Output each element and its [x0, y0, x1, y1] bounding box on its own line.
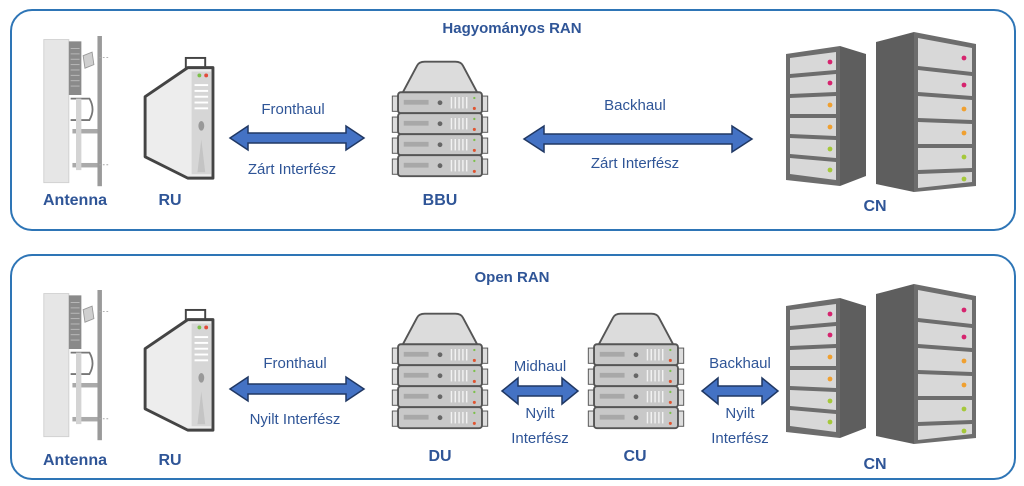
- cu-server-icon: [576, 308, 696, 438]
- du-label: DU: [428, 448, 452, 465]
- traditional-ran-title: Hagyományos RAN: [442, 20, 582, 37]
- cn-label: CN: [863, 456, 887, 473]
- bbu-server-icon: [380, 56, 500, 186]
- bbu-label: BBU: [422, 192, 458, 209]
- fronthaul-label: Fronthaul: [263, 355, 327, 372]
- fronthaul-arrow-icon: [228, 375, 366, 403]
- open-ran-title: Open RAN: [474, 269, 550, 286]
- ru-label: RU: [158, 452, 182, 469]
- fronthaul-label: Fronthaul: [261, 101, 325, 118]
- fronthaul-arrow-icon: [228, 124, 366, 152]
- antenna-icon: [36, 36, 116, 188]
- ru-icon: [140, 56, 220, 186]
- backhaul-interface-line2: Interfész: [711, 430, 769, 447]
- ru-label: RU: [158, 192, 182, 209]
- midhaul-label: Midhaul: [513, 358, 567, 375]
- antenna-icon: [36, 290, 116, 442]
- backhaul-arrow-icon: [522, 124, 754, 154]
- midhaul-interface-line1: Nyilt: [525, 405, 555, 422]
- cn-label: CN: [863, 198, 887, 215]
- fronthaul-interface-label: Nyilt Interfész: [249, 411, 341, 428]
- core-network-icon: [780, 276, 980, 446]
- midhaul-interface-line2: Interfész: [511, 430, 569, 447]
- antenna-label: Antenna: [43, 192, 107, 209]
- fronthaul-interface-label: Zárt Interfész: [247, 161, 337, 178]
- cu-label: CU: [623, 448, 647, 465]
- midhaul-arrow-icon: [500, 376, 580, 406]
- backhaul-arrow-icon: [700, 376, 780, 406]
- du-server-icon: [380, 308, 500, 438]
- backhaul-label: Backhaul: [709, 355, 771, 372]
- ru-icon: [140, 308, 220, 438]
- antenna-label: Antenna: [43, 452, 107, 469]
- core-network-icon: [780, 24, 980, 194]
- backhaul-label: Backhaul: [604, 97, 666, 114]
- backhaul-interface-label: Zárt Interfész: [590, 155, 680, 172]
- backhaul-interface-line1: Nyilt: [725, 405, 755, 422]
